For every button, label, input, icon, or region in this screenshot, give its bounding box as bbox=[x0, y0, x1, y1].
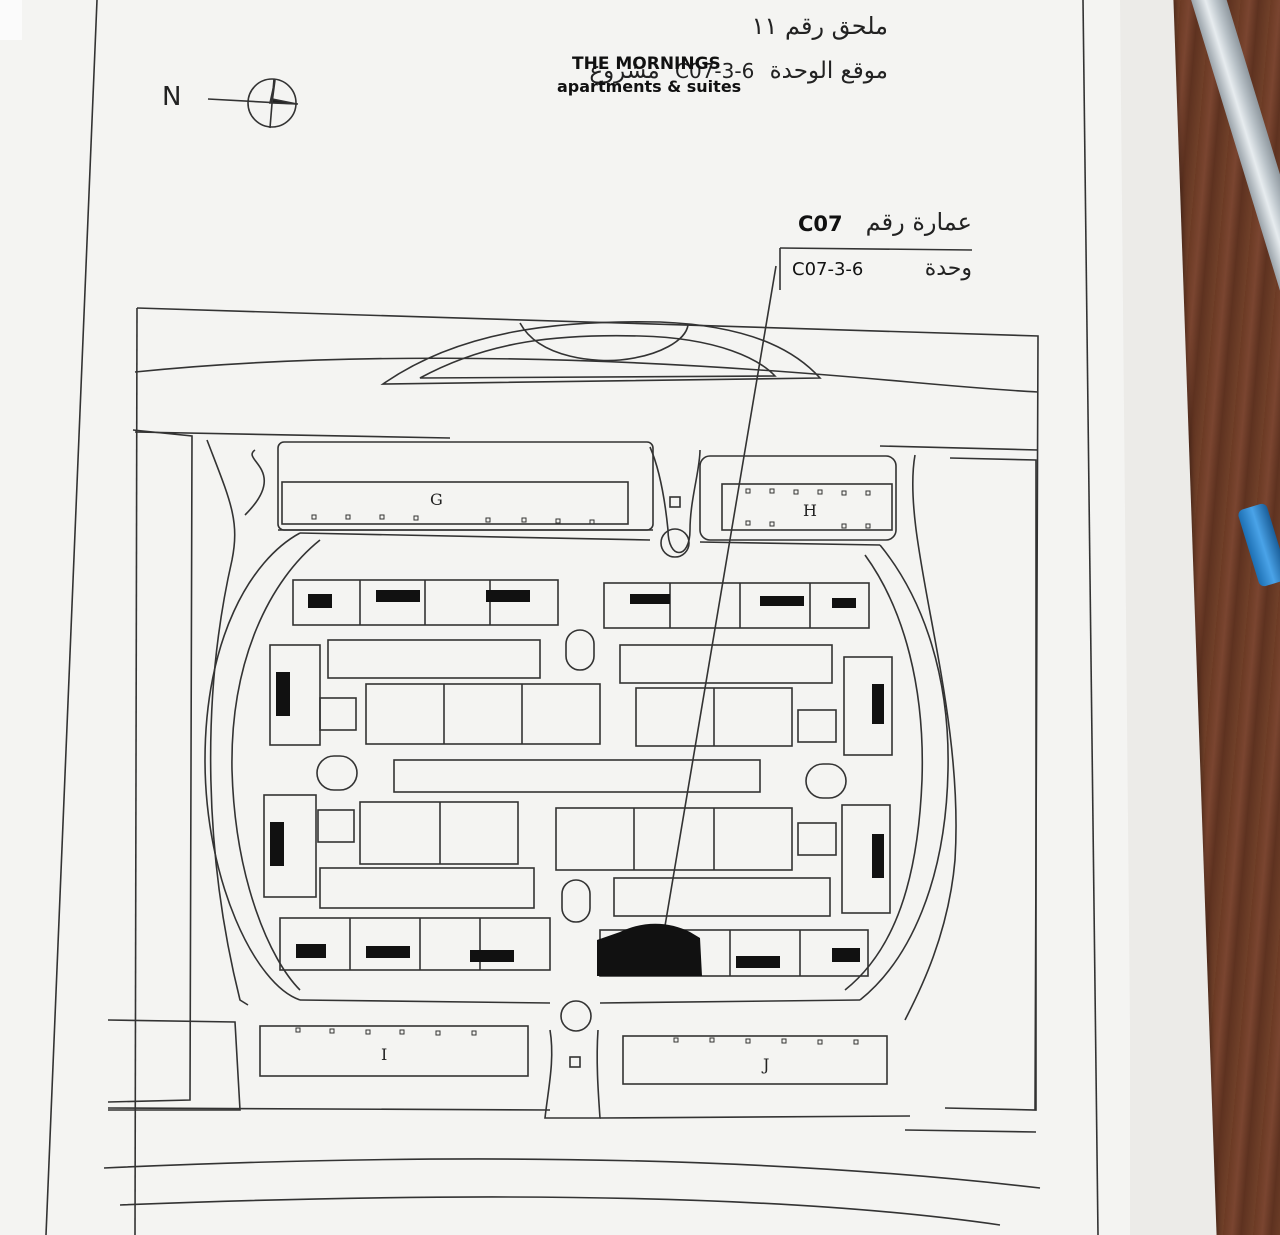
highlighted-unit-c07-3-6 bbox=[597, 923, 702, 976]
block-h-label: H bbox=[803, 501, 817, 520]
unit-location-code: C07-3-6 bbox=[675, 59, 755, 83]
block-g-label: G bbox=[430, 490, 443, 509]
block-j-label: J bbox=[761, 1055, 769, 1074]
building-row-top-right bbox=[603, 582, 870, 629]
unit-mark bbox=[308, 594, 332, 608]
block-g bbox=[277, 441, 654, 531]
callout-divider bbox=[779, 247, 973, 251]
north-label: N bbox=[162, 82, 182, 112]
building-row-bottom-left bbox=[279, 917, 551, 971]
brand-name: THE MORNINGS bbox=[572, 54, 721, 74]
annex-title: ملحق رقم ١١ bbox=[751, 12, 888, 40]
building-label: عمارة رقم bbox=[865, 208, 972, 236]
parking-strip-1 bbox=[327, 639, 541, 679]
compass-icon bbox=[207, 78, 299, 129]
unit-location-prefix: موقع الوحدة bbox=[769, 58, 888, 84]
page-frame-right bbox=[1082, 0, 1099, 1235]
document-page: ملحق رقم ١١ موقع الوحدة C07-3-6 مشروع TH… bbox=[0, 0, 1130, 1235]
project-word: مشروع bbox=[589, 58, 660, 84]
unit-location-line: موقع الوحدة C07-3-6 مشروع bbox=[589, 58, 888, 84]
building-code: C07 bbox=[798, 212, 843, 236]
building-mid-left bbox=[365, 683, 601, 745]
brand-tagline: apartments & suites bbox=[557, 77, 742, 96]
block-i-label: I bbox=[381, 1045, 387, 1064]
block-j bbox=[622, 1035, 888, 1085]
page-frame-left bbox=[45, 0, 98, 1235]
block-i bbox=[259, 1025, 529, 1077]
callout-unit-code: C07-3-6 bbox=[792, 259, 864, 280]
callout-unit-label: وحدة bbox=[924, 256, 972, 281]
paper-scrap bbox=[0, 0, 22, 40]
building-row-top-left bbox=[292, 579, 559, 626]
block-h bbox=[699, 455, 897, 541]
